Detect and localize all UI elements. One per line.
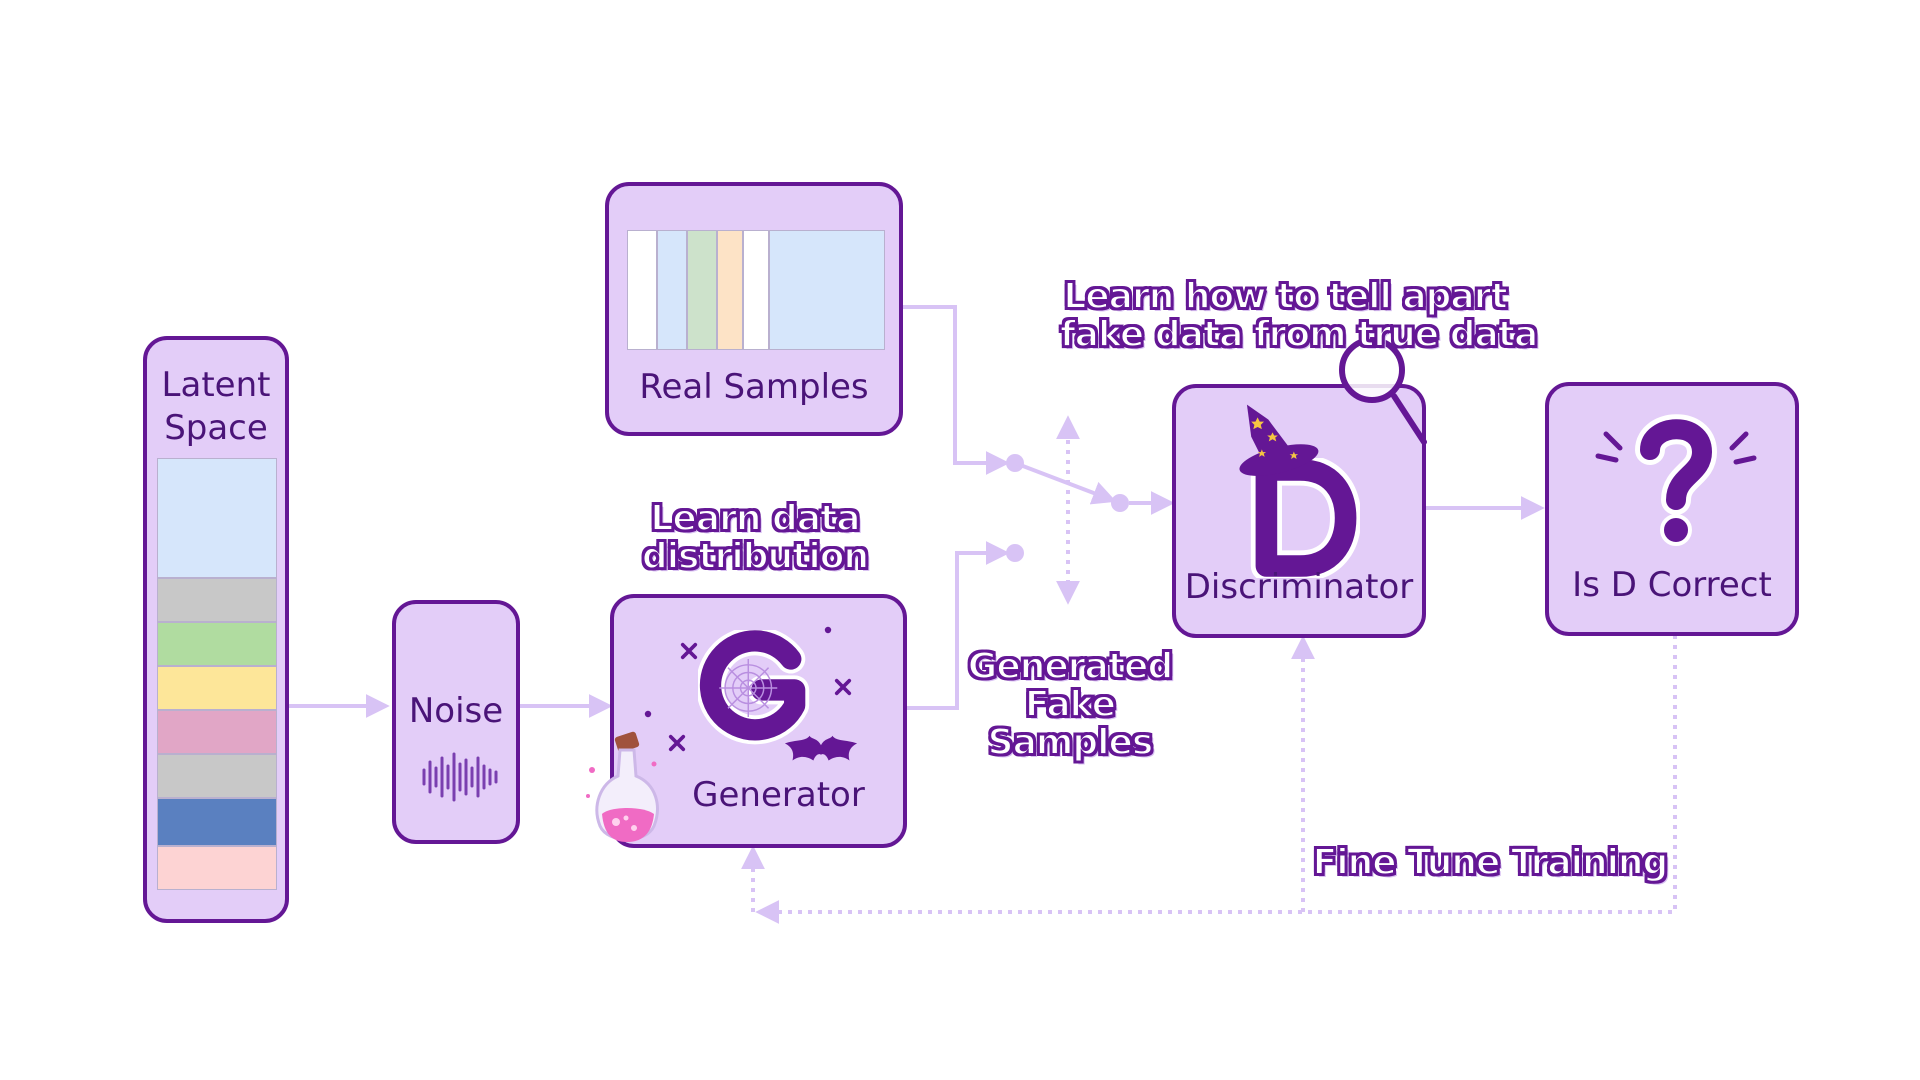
annotation-generated-fake-line3: Samples	[987, 721, 1155, 763]
annotation-generated-fake-line2: Fake	[1024, 683, 1117, 725]
latent-space-label-line2: Space	[164, 407, 268, 448]
noise-label: Noise	[408, 691, 504, 731]
switch-pivot	[1111, 494, 1129, 512]
latent-space-node: Latent Space	[143, 336, 289, 923]
real-swatch	[743, 230, 769, 350]
latent-swatch	[157, 622, 277, 666]
annotation-fine-tune: Fine Tune Training	[1312, 842, 1670, 883]
real-swatch	[627, 230, 657, 350]
sparkle-dot-icon	[824, 626, 832, 634]
wizard-hat-icon	[1239, 404, 1319, 476]
generator-node: Generator	[610, 594, 907, 848]
sparkle-x-icon	[834, 678, 852, 696]
arrow-real-to-switch	[903, 305, 1010, 475]
annotation-learn-distribution-line2: distribution	[641, 535, 870, 577]
bat-icon	[784, 735, 858, 761]
sparkle-x-icon	[668, 734, 686, 752]
annotation-learn-distribution-line1: Learn data	[649, 498, 861, 539]
question-mark-icon	[1595, 414, 1757, 546]
switch-contact-fake	[1006, 544, 1024, 562]
real-swatch	[657, 230, 687, 350]
magnifier-icon	[1339, 337, 1427, 445]
real-swatch	[717, 230, 743, 350]
feedback-result-line	[755, 635, 1677, 924]
annotation-learn-tell-apart: Learn how to tell apart fake data from t…	[1059, 276, 1539, 355]
latent-space-label: Latent Space	[147, 364, 285, 449]
latent-space-label-line1: Latent	[161, 365, 271, 405]
noise-node: Noise	[392, 600, 520, 844]
real-samples-node: Real Samples	[605, 182, 903, 436]
sparkle-dot-icon	[644, 710, 652, 718]
sound-wave-icon	[422, 752, 498, 802]
discriminator-d-icon	[1250, 458, 1360, 578]
latent-swatch	[157, 710, 277, 754]
discriminator-label: Discriminator	[1184, 567, 1414, 607]
latent-swatch	[157, 798, 277, 846]
latent-swatch	[157, 666, 277, 710]
real-swatch	[769, 230, 885, 350]
latent-swatch	[157, 754, 277, 798]
real-samples-label: Real Samples	[639, 367, 869, 407]
is-d-correct-label: Is D Correct	[1572, 565, 1772, 605]
latent-swatch	[157, 578, 277, 622]
generator-g-icon	[698, 630, 810, 745]
arrow-generator-to-switch	[907, 541, 1010, 710]
switch-lever	[1014, 461, 1117, 505]
annotation-learn-distribution: Learn data distribution	[620, 498, 890, 577]
latent-swatch-stack	[157, 458, 277, 890]
latent-swatch	[157, 458, 277, 578]
annotation-generated-fake: Generated Fake Samples	[960, 646, 1180, 763]
annotation-learn-tell-apart-line2: fake data from true data	[1059, 313, 1539, 355]
discriminator-node: Discriminator	[1172, 337, 1427, 638]
real-swatch	[687, 230, 717, 350]
is-d-correct-node: Is D Correct	[1545, 382, 1799, 636]
annotation-learn-tell-apart-line1: Learn how to tell apart	[1062, 276, 1508, 317]
latent-swatch	[157, 846, 277, 890]
annotation-generated-fake-line1: Generated	[967, 646, 1174, 687]
real-swatch-strip	[627, 230, 885, 350]
sparkle-x-icon	[680, 642, 698, 660]
potion-icon	[586, 731, 659, 842]
generator-label: Generator	[692, 775, 865, 815]
